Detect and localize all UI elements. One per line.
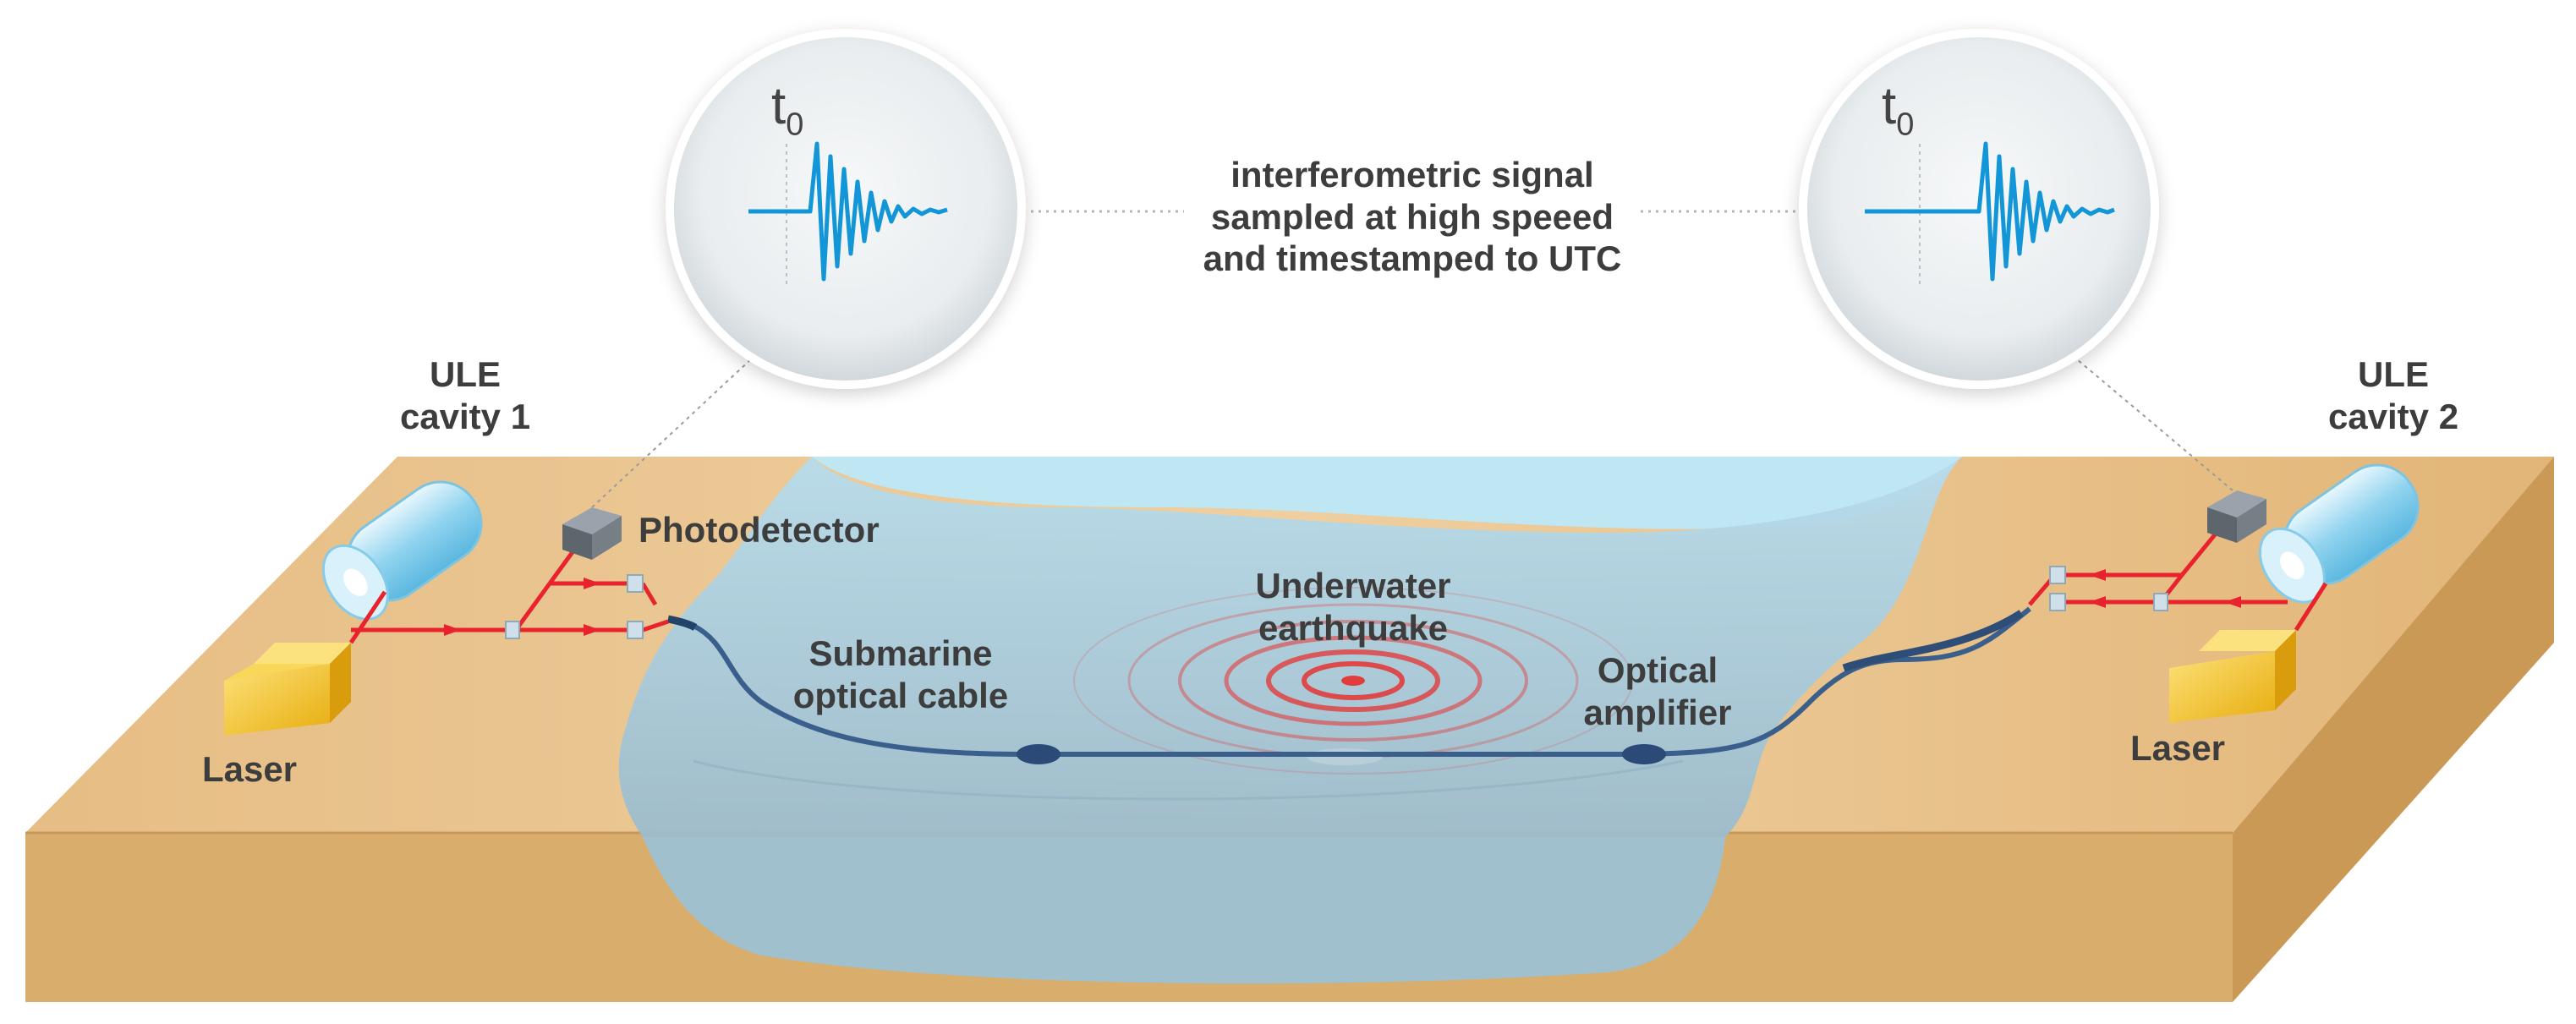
beam-splitter [2153,593,2168,611]
photodetector-left [562,507,622,560]
beam-arrow [2089,596,2106,608]
laser-left-front [224,664,330,736]
earthquake-label: Underwater earthquake [1255,566,1451,648]
seabed-shade [693,759,1684,801]
fiber-coupler [627,574,644,593]
cable-land-right [1842,610,2024,672]
beam-arrow [584,578,600,589]
photodetector-right [2207,490,2266,543]
pd-top [562,507,622,534]
pd-front [2207,507,2237,543]
beam [2294,582,2328,632]
fiber-coupler [627,621,644,639]
laser-right-label: Laser [2129,728,2226,768]
water-surface [618,457,1962,837]
photodetector-label: Photodetector [639,510,880,550]
pd-side [592,516,622,560]
laser-left-label: Laser [201,749,298,789]
cavity-2-label: ULE cavity 2 [2327,354,2459,436]
quake-ring [1302,661,1405,700]
quake-ring [1266,649,1440,712]
fiber-coupler [2049,566,2066,584]
laser-right-top [2199,630,2296,651]
cable-land-left [667,615,698,631]
beam-arrow [2224,596,2241,608]
cavity-bore [343,568,368,597]
laser-right-front [2169,651,2275,723]
laser-left-side [330,643,351,723]
t0-subscript: 0 [786,107,804,143]
optics-left [348,535,669,644]
pd-side [2237,499,2266,543]
laser-left-top [254,643,351,664]
t0-subscript: 0 [1896,107,1915,143]
water-body [618,457,1962,984]
quake-ring [1073,587,1633,775]
fiber-coupler [2049,593,2066,611]
quake-ring [1224,635,1483,726]
left-station [224,333,779,736]
cavity-bore [2280,551,2305,580]
optical-amplifier-label: Optical amplifier [1583,650,1732,732]
water-cutaway [643,837,1725,984]
pd-top [2207,490,2266,517]
submarine-cable [667,606,2031,764]
cavity-1-label: ULE cavity 1 [399,354,531,436]
beam-arrow [584,624,600,636]
waveform-right [1865,141,2115,282]
beam [640,582,658,606]
optics-right [2028,527,2328,632]
pd-front [562,524,592,560]
t0-symbol: t [771,77,787,135]
cable-repeater-left [1017,744,1061,764]
laser-right [2169,630,2296,723]
ule-cavity-left [321,480,483,621]
quake-epicenter [1341,676,1365,686]
beam-arrow [2089,569,2106,581]
right-station [2028,354,2420,723]
t0-label-right: t0 [1882,76,1914,143]
signal-circle-left [666,29,1026,389]
laser-right-side [2275,630,2296,710]
water-far-light [812,457,1962,529]
laser-left-cap [224,664,330,681]
signal-circle-right [1799,29,2159,389]
cable-line [692,606,2031,757]
beam [642,619,669,632]
beam [2180,527,2222,577]
laser-left [224,643,351,736]
submarine-cable-label: Submarine optical cable [792,633,1009,715]
t0-symbol: t [1882,77,1897,135]
quake-ring [1178,620,1528,742]
beam [513,582,552,632]
waveform-left [748,141,948,282]
ule-cavity-right [2258,463,2420,604]
beam-splitter [505,621,520,639]
t0-label-left: t0 [771,76,803,143]
optical-amplifier-node [1622,744,1666,764]
beam [348,590,387,644]
slab-right-face [2233,457,2554,1002]
signal-note-label: interferometric signal sampled at high s… [1203,155,1622,279]
beam-arrow [444,624,461,636]
